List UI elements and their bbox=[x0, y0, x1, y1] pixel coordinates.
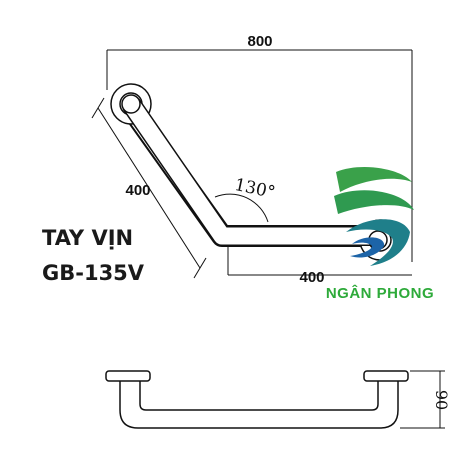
total-width-label: 800 bbox=[247, 33, 272, 50]
brand-name: NGÂN PHONG bbox=[326, 284, 434, 302]
wave-swirl-logo-icon bbox=[334, 167, 414, 266]
angle-arc bbox=[214, 193, 269, 223]
grab-bar-side-view bbox=[105, 370, 409, 429]
horizontal-length-label: 400 bbox=[299, 269, 324, 286]
depth-dimension bbox=[400, 370, 445, 429]
depth-label: 90 bbox=[432, 390, 451, 410]
product-name-line2: GB-135V bbox=[42, 261, 145, 285]
dimension-frame bbox=[91, 49, 413, 279]
angle-label: 130° bbox=[233, 175, 277, 203]
product-name-line1: TAY VỊN bbox=[42, 226, 133, 250]
diagonal-length-label: 400 bbox=[125, 182, 150, 199]
